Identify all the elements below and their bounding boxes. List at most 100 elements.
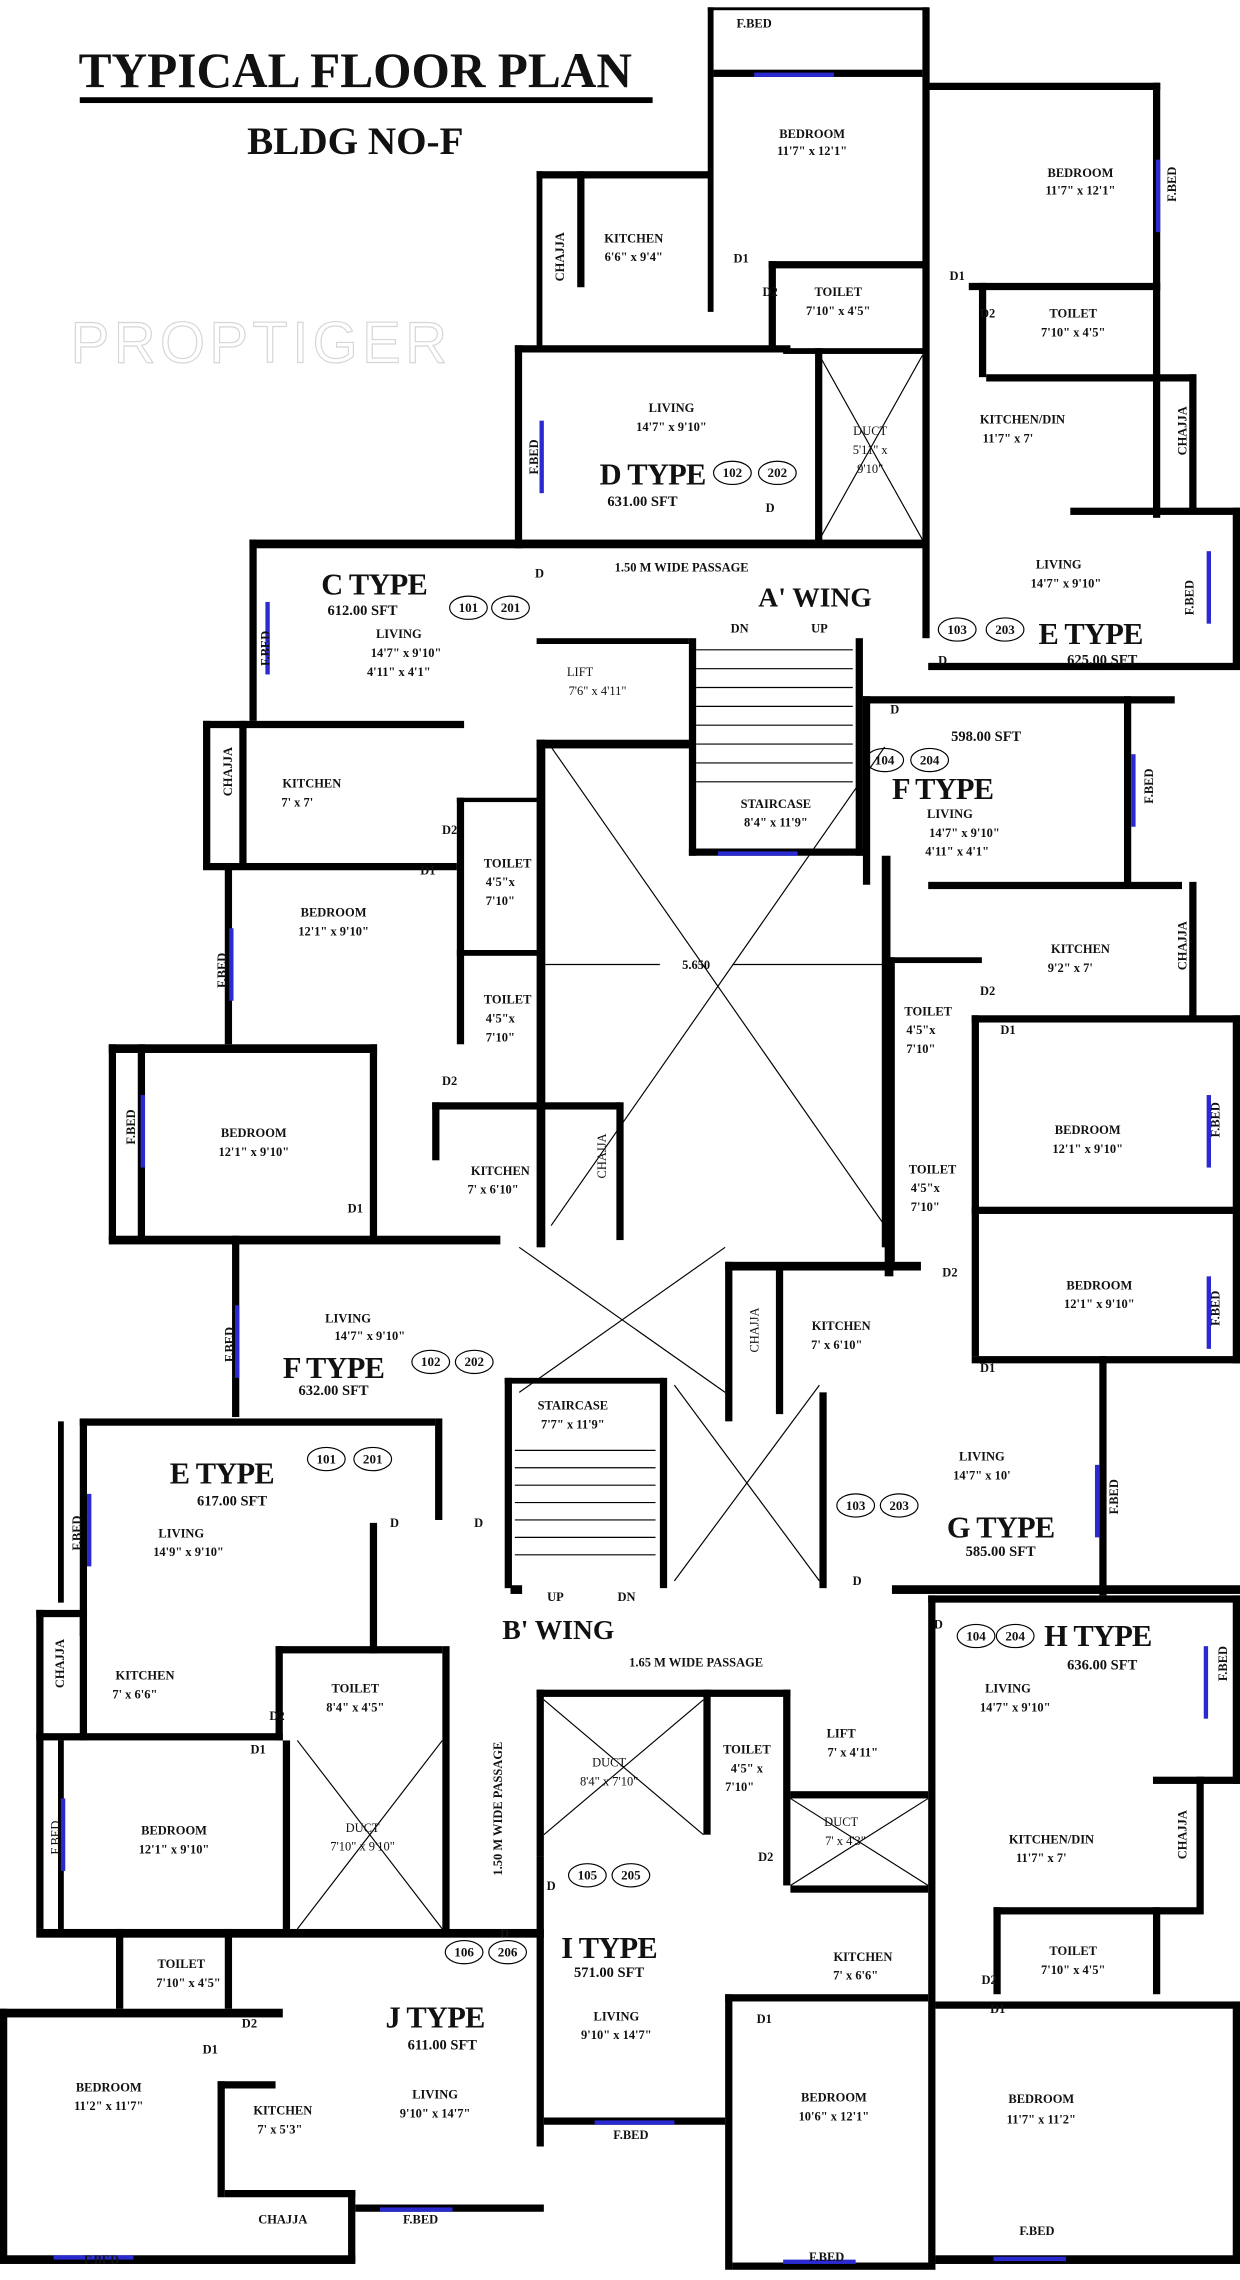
wall <box>971 1015 1240 1023</box>
room-size: 7' x 5'3" <box>257 2122 302 2136</box>
window <box>87 1493 92 1567</box>
passage-label: 1.50 M WIDE PASSAGE <box>615 560 749 574</box>
tag-label: D2 <box>942 1265 957 1279</box>
wall <box>108 1044 117 1241</box>
flat-number: 201 <box>363 1451 383 1466</box>
room-size: 11'7" x 7' <box>983 431 1034 445</box>
room-name: LIVING <box>649 401 695 415</box>
wall <box>922 7 930 639</box>
flat-number-circle <box>454 1349 494 1375</box>
flat-number: 201 <box>501 600 521 615</box>
flat-number-circle <box>956 1623 996 1649</box>
flat-number: 101 <box>317 1451 337 1466</box>
tag-label: D <box>500 1927 509 1941</box>
wall <box>79 1418 436 1426</box>
tag-label: D1 <box>733 252 748 266</box>
wall <box>432 1102 440 1161</box>
stair-direction: DN <box>731 621 749 635</box>
flat-number-circle <box>411 1349 451 1375</box>
room-size: 8'4" x 4'5" <box>326 1700 384 1714</box>
wall <box>1070 507 1240 515</box>
window <box>1206 551 1211 624</box>
wall <box>986 374 1197 382</box>
tag-label: CHAJJA <box>1175 921 1189 970</box>
wall <box>881 855 891 1248</box>
flat-number: 202 <box>464 1354 484 1369</box>
wall <box>707 7 714 312</box>
room-size: 7'10" <box>906 1042 935 1056</box>
wall <box>790 1791 929 1799</box>
flat-number: 102 <box>421 1354 441 1369</box>
room-size: 9'2" x 7' <box>1048 961 1093 975</box>
unit-area: 585.00 SFT <box>966 1544 1036 1560</box>
tag-label: F.BED <box>1209 1291 1223 1326</box>
wall <box>79 1418 88 1636</box>
flat-number: 101 <box>459 600 479 615</box>
window <box>1094 1464 1100 1538</box>
wall <box>36 1740 44 1929</box>
flat-number-circle <box>567 1863 607 1888</box>
room-size: 7'10" x 4'5" <box>806 304 870 318</box>
wall <box>725 1994 733 2270</box>
wall <box>815 348 823 544</box>
room-size: 6'6" x 9'4" <box>605 250 663 264</box>
room-name: BEDROOM <box>1055 1123 1121 1137</box>
unit-type: F TYPE <box>283 1351 384 1385</box>
flat-number: 103 <box>947 622 967 637</box>
wall <box>1232 507 1240 668</box>
tag-label: D <box>853 1574 862 1588</box>
unit-type: F TYPE <box>892 772 993 806</box>
wall <box>239 720 247 866</box>
room-size: 14'7" x 10' <box>953 1468 1011 1482</box>
window <box>1155 159 1161 233</box>
building-number: BLDG NO-F <box>247 120 463 163</box>
wall <box>36 1609 88 1618</box>
shaft-cross-line <box>550 746 886 1226</box>
room-size: 7'10" <box>486 894 515 908</box>
window <box>140 1095 146 1168</box>
room-name: LIVING <box>959 1450 1005 1464</box>
room-size: 7' x 6'10" <box>467 1183 518 1197</box>
flat-number-circle <box>444 1939 484 1965</box>
room-name: KITCHEN <box>833 1950 892 1964</box>
flat-number-circle <box>449 595 488 620</box>
wall <box>928 881 1182 890</box>
flat-number: 206 <box>498 1945 518 1960</box>
room-name: BEDROOM <box>779 127 845 141</box>
room-size: 14'7" x 9'10" <box>980 1700 1051 1714</box>
tag-label: D1 <box>251 1742 266 1756</box>
wall <box>369 1044 378 1241</box>
lift-label: LIFT <box>827 1727 857 1741</box>
window <box>60 1798 66 1871</box>
flat-number: 102 <box>723 465 743 480</box>
flat-number: 104 <box>966 1628 986 1643</box>
room-size: 9'10" x 14'7" <box>400 2106 471 2120</box>
wall <box>536 1689 791 1697</box>
staircase-label: STAIRCASE <box>538 1399 608 1413</box>
duct-size: 7' x 4'3" <box>825 1834 866 1848</box>
flat-number: 103 <box>846 1498 866 1513</box>
wall <box>819 1392 827 1589</box>
duct-label: DUCT <box>853 424 887 438</box>
room-name: LIVING <box>158 1526 204 1540</box>
wall <box>703 1689 711 1835</box>
shaft-cross-line <box>296 1740 443 1930</box>
wall <box>0 2008 283 2018</box>
unit-area: 598.00 SFT <box>951 729 1021 745</box>
tag-label: D2 <box>269 1709 284 1723</box>
tag-label: D <box>535 566 544 580</box>
duct-label: DUCT <box>592 1756 626 1770</box>
wall <box>456 797 544 803</box>
passage-label: 1.50 M WIDE PASSAGE <box>491 1742 505 1876</box>
unit-type: H TYPE <box>1044 1619 1152 1653</box>
wall <box>707 7 929 11</box>
tag-label: D <box>474 1516 483 1530</box>
tag-label: F.BED <box>737 17 772 31</box>
page-title: TYPICAL FLOOR PLAN <box>79 43 632 98</box>
tag-label: F.BED <box>1142 769 1156 804</box>
tag-label: D1 <box>203 2043 218 2057</box>
stair-direction: UP <box>547 1590 564 1604</box>
room-size: 10'6" x 12'1" <box>799 2109 870 2123</box>
room-name: LIVING <box>594 2009 640 2023</box>
